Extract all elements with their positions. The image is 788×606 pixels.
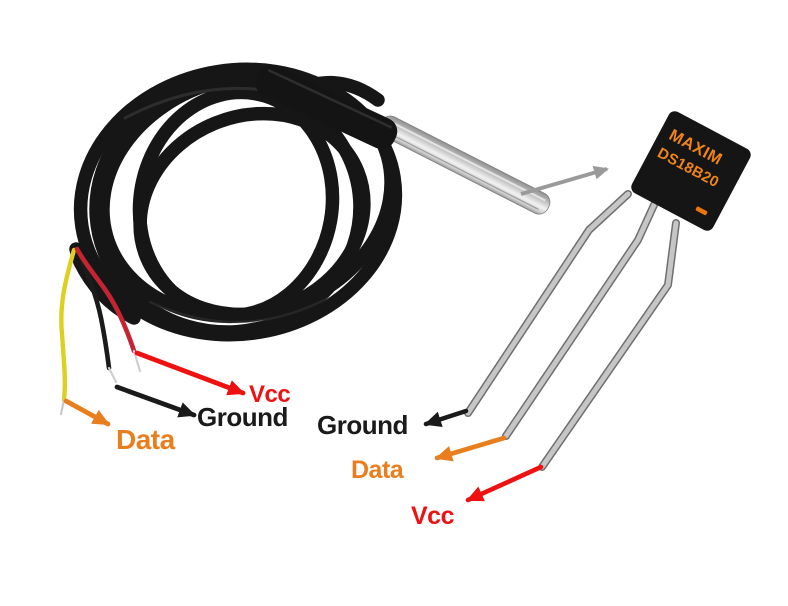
chip-leads [464,190,680,471]
lead-vcc [538,219,680,471]
wire-tip-red [132,349,142,373]
arrow-left-ground [114,384,197,418]
probe-to-chip-pointer-arrow [520,165,609,196]
arrow-left-data [63,398,111,427]
annotation-arrows-left [63,350,246,427]
label-left-ground: Ground [197,402,288,432]
arrow-right-ground [423,408,469,427]
annotation-arrows-right [423,408,544,503]
probe-tube [378,115,551,215]
label-left-vcc: Vcc [249,381,291,408]
label-right-vcc: Vcc [411,502,454,530]
wire-red [74,246,137,354]
arrow-right-vcc [465,464,544,503]
heat-shrink-sleeve [255,64,398,150]
label-right-ground: Ground [317,410,408,440]
cable-coil [69,62,403,342]
chip-index-mark [695,206,708,216]
arrow-left-vcc [134,350,246,396]
label-left-data: Data [116,424,175,455]
chip-body: MAXIM DS18B20 [631,111,751,231]
wire-tip-black [107,366,118,384]
label-right-data: Data [351,456,404,484]
arrow-right-data [434,435,507,462]
wire-yellow [59,247,77,403]
wire-tip-yellow [59,398,66,416]
wire-black [75,248,112,371]
breakout-wires [59,246,142,416]
